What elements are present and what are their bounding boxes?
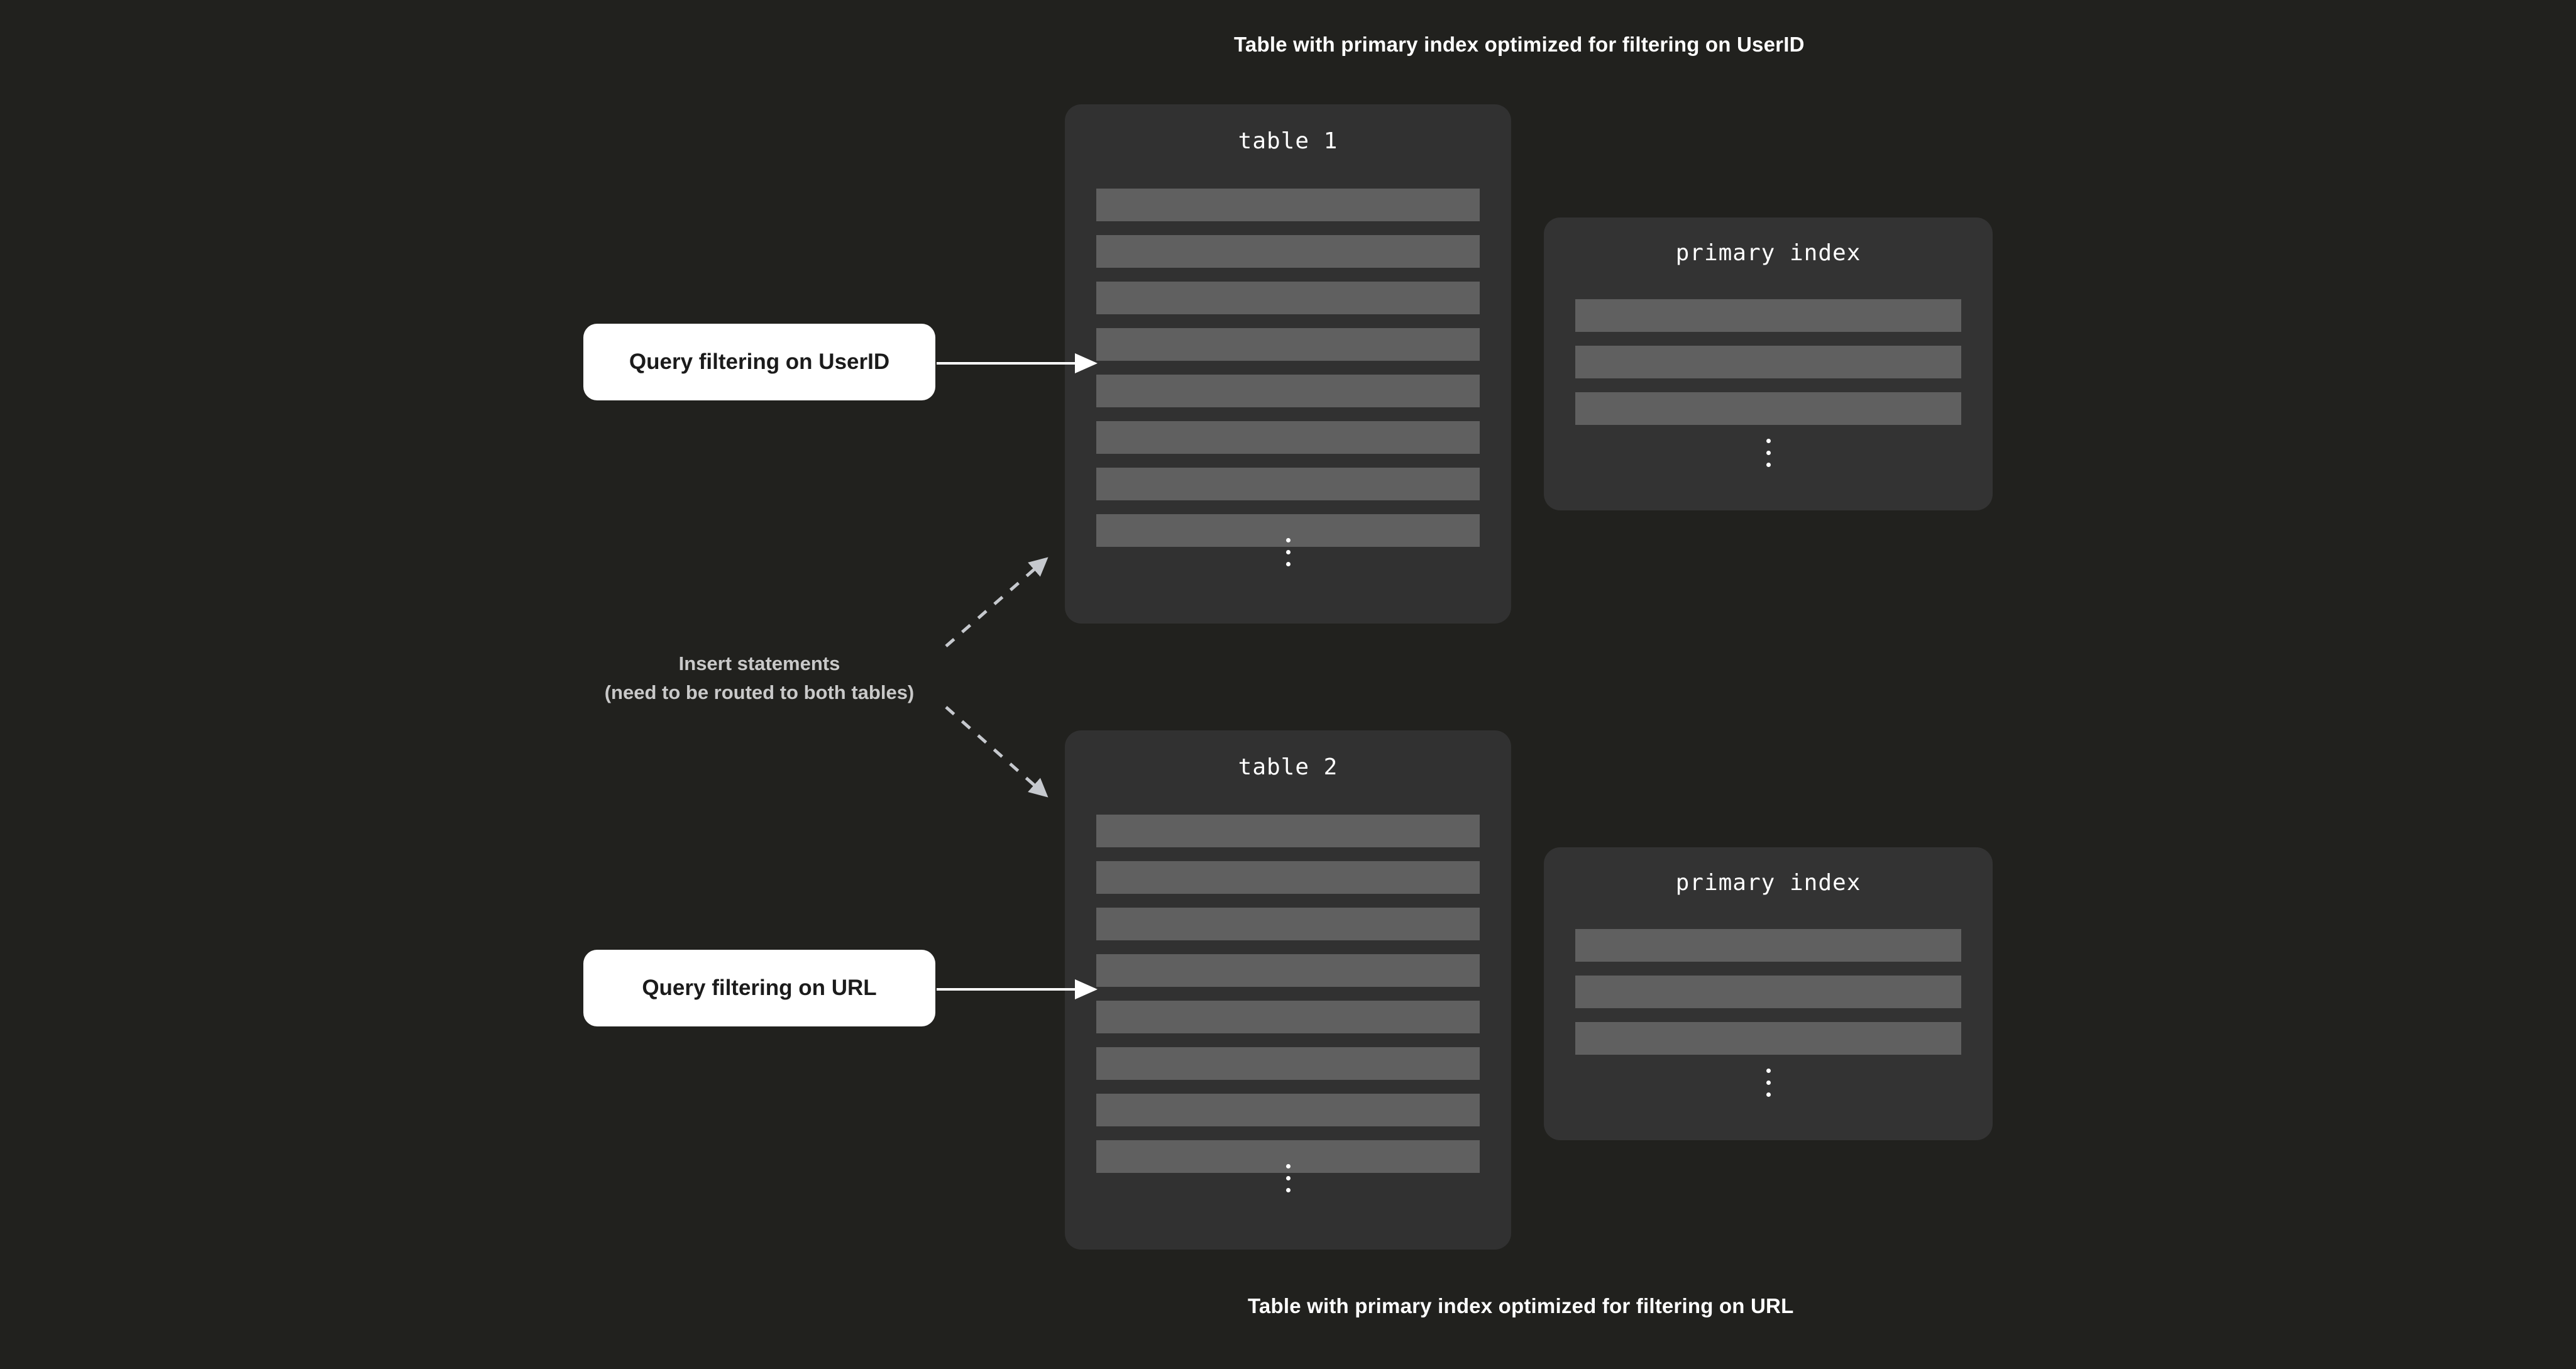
table-row <box>1096 1001 1480 1033</box>
table-row <box>1096 189 1480 221</box>
primary-index-1-title: primary index <box>1675 240 1861 266</box>
ellipsis-dot <box>1766 463 1771 467</box>
ellipsis-dot <box>1285 562 1291 566</box>
table-row <box>1096 861 1480 894</box>
query-box-url[interactable]: Query filtering on URL <box>583 950 935 1026</box>
arrow-insert-to-table-1 <box>945 557 1049 647</box>
table-row <box>1096 815 1480 847</box>
ellipsis-dot <box>1766 1080 1771 1085</box>
table-row <box>1096 421 1480 454</box>
ellipsis-dot <box>1766 439 1771 443</box>
ellipsis-dot <box>1285 1164 1291 1168</box>
bottom-caption: Table with primary index optimized for f… <box>1248 1294 1794 1317</box>
ellipsis-dot <box>1766 451 1771 455</box>
index-row <box>1575 976 1961 1008</box>
table-2-rows <box>1096 815 1480 1187</box>
insert-statements-label: Insert statements (need to be routed to … <box>583 649 935 707</box>
primary-index-2-rows <box>1575 929 1961 1069</box>
table-2-ellipsis-icon <box>1065 1164 1511 1192</box>
table-card-2: table 2 <box>1065 730 1511 1250</box>
table-row <box>1096 235 1480 268</box>
index-row <box>1575 299 1961 332</box>
insert-label-line-2: (need to be routed to both tables) <box>604 681 915 703</box>
primary-index-2-ellipsis-icon <box>1544 1069 1993 1097</box>
ellipsis-dot <box>1285 550 1291 554</box>
index-row <box>1575 346 1961 378</box>
primary-index-card-2: primary index <box>1544 847 1993 1140</box>
table-1-title: table 1 <box>1238 128 1338 154</box>
table-row <box>1096 908 1480 940</box>
table-2-title: table 2 <box>1238 754 1338 780</box>
index-row <box>1575 929 1961 962</box>
ellipsis-dot <box>1285 1188 1291 1192</box>
table-row <box>1096 1047 1480 1080</box>
index-row <box>1575 1022 1961 1055</box>
top-caption: Table with primary index optimized for f… <box>1234 33 1805 56</box>
primary-index-card-1: primary index <box>1544 217 1993 510</box>
ellipsis-dot <box>1285 538 1291 542</box>
table-row <box>1096 954 1480 987</box>
arrow-insert-to-table-2 <box>945 706 1049 798</box>
table-row <box>1096 328 1480 361</box>
ellipsis-dot <box>1285 1176 1291 1180</box>
table-row <box>1096 282 1480 314</box>
primary-index-2-title: primary index <box>1675 870 1861 896</box>
index-row <box>1575 392 1961 425</box>
table-1-ellipsis-icon <box>1065 538 1511 566</box>
table-row <box>1096 468 1480 500</box>
ellipsis-dot <box>1766 1069 1771 1073</box>
ellipsis-dot <box>1766 1092 1771 1097</box>
table-card-1: table 1 <box>1065 104 1511 624</box>
primary-index-1-rows <box>1575 299 1961 439</box>
table-1-rows <box>1096 189 1480 561</box>
table-row <box>1096 375 1480 407</box>
query-box-userid[interactable]: Query filtering on UserID <box>583 324 935 400</box>
insert-label-line-1: Insert statements <box>678 652 840 674</box>
primary-index-1-ellipsis-icon <box>1544 439 1993 467</box>
table-row <box>1096 1094 1480 1126</box>
